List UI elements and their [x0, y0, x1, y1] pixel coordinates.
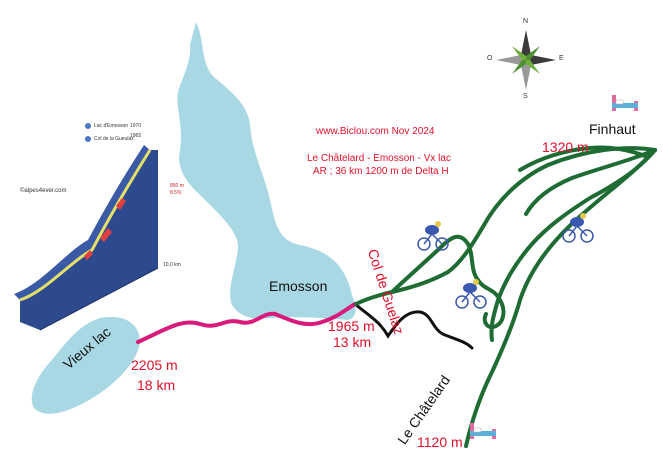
- profile-top-alt-2: 1965: [130, 133, 142, 139]
- route-dam-segment: [136, 302, 357, 344]
- route-road-network: [354, 145, 657, 448]
- profile-top-label-2: Col de la Gueulaz: [94, 136, 134, 142]
- profile-bottom-stat: 10,0 km: [163, 262, 181, 268]
- profile-side-stat-2: 8.5%: [170, 190, 182, 196]
- website-label: www.Biclou.com Nov 2024: [316, 126, 435, 137]
- distance-vieux-lac: 18 km: [137, 377, 176, 393]
- distance-emosson: 13 km: [333, 334, 372, 350]
- bed-icon-chatelard: [470, 423, 496, 439]
- profile-top-label-1: Lac d'Emosson: [94, 123, 129, 129]
- compass-rose-icon: [496, 30, 556, 90]
- cyclist-icon: [562, 213, 594, 243]
- profile-side-stat-1: 850 m: [170, 183, 184, 189]
- lake-vieux-lac: [31, 316, 140, 414]
- profile-top-alt-1: 1970: [130, 123, 142, 129]
- compass-e-label: E: [559, 55, 564, 62]
- cyclist-icon: [455, 279, 487, 309]
- profile-credit: ©alpes4ever.com: [20, 188, 67, 194]
- place-emosson: Emosson: [269, 278, 328, 294]
- compass-o-label: O: [487, 55, 493, 62]
- compass-s-label: S: [523, 93, 528, 100]
- altitude-emosson: 1965 m: [328, 318, 375, 334]
- route-col-segment: [353, 302, 474, 350]
- elevation-profile: [14, 123, 159, 331]
- lake-emosson: [177, 22, 356, 320]
- route-title: Le Châtelard - Emosson - Vx lac: [307, 153, 451, 164]
- altitude-chatelard: 1120 m: [417, 434, 463, 450]
- place-finhaut: Finhaut: [589, 121, 636, 137]
- cyclist-icon: [417, 221, 449, 251]
- altitude-finhaut: 1320 m: [542, 139, 589, 155]
- route-stats: AR ; 36 km 1200 m de Delta H: [313, 166, 449, 177]
- altitude-vieux-lac: 2205 m: [131, 357, 178, 373]
- compass-n-label: N: [523, 18, 529, 25]
- bed-icon-finhaut: [612, 95, 638, 111]
